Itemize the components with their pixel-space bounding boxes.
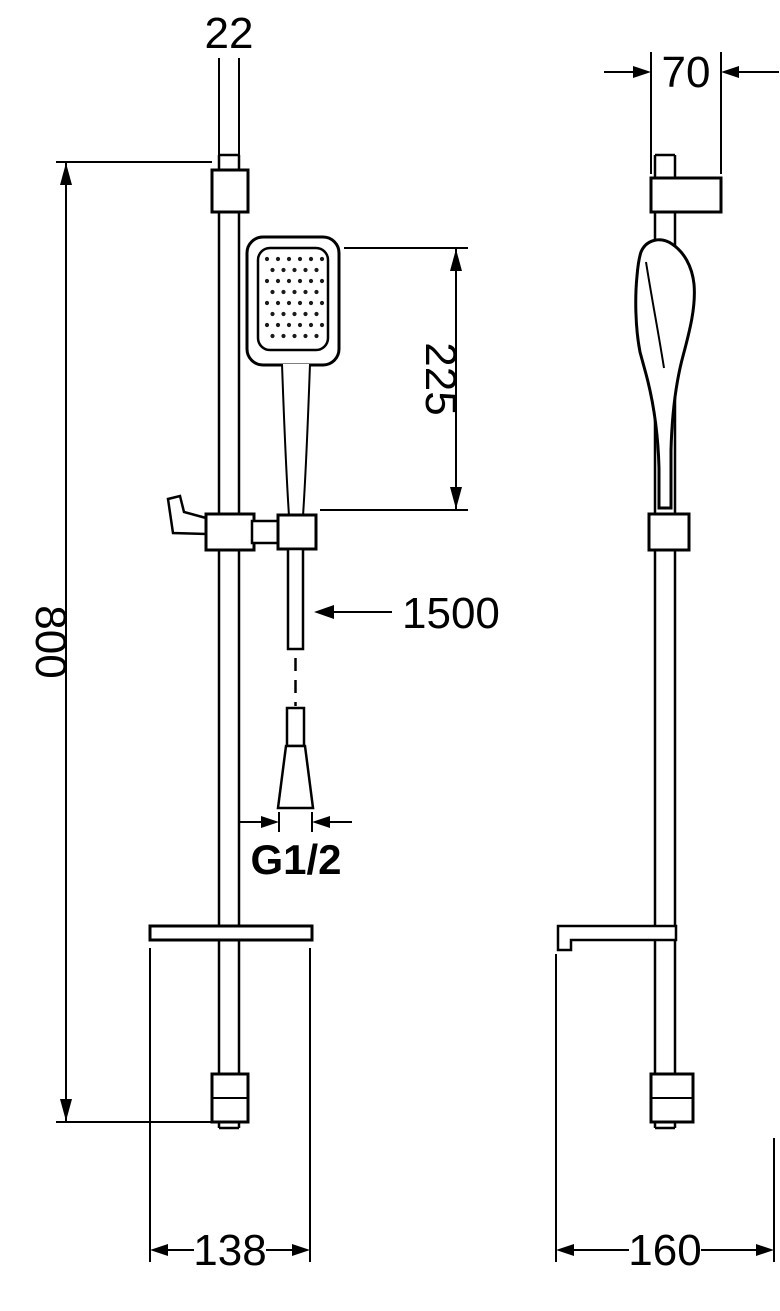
top-wall-bracket (210, 168, 250, 214)
base-width-label: 138 (193, 1226, 266, 1275)
spray-dots (264, 256, 325, 339)
shower-hose (276, 547, 315, 810)
bracket-depth-label: 70 (662, 48, 711, 97)
bar-height-label: 800 (26, 605, 75, 678)
bottom-wall-bracket (210, 1072, 250, 1124)
side-soap-dish (556, 924, 678, 952)
side-view: 70 160 (555, 48, 779, 1275)
dim-handshower-225: 225 (320, 247, 468, 511)
slide-rail (217, 153, 241, 1130)
dim-depth-160: 160 (555, 954, 775, 1275)
dim-depth-70: 70 (604, 48, 779, 174)
hand-shower-length-label: 225 (416, 342, 465, 415)
rail-width-label: 22 (205, 9, 254, 58)
dim-rail-width-22: 22 (205, 9, 254, 168)
hand-shower-head (245, 235, 341, 517)
side-bottom-bracket (649, 1072, 695, 1124)
shower-handle (281, 363, 311, 517)
hose-nut-cone (276, 744, 315, 810)
hose-length-label: 1500 (402, 589, 500, 638)
side-top-bracket (649, 176, 723, 214)
hose-connector (285, 706, 306, 748)
thread-size-label: G1/2 (250, 836, 341, 883)
base-depth-label: 160 (628, 1226, 701, 1275)
slider-knob (166, 494, 208, 536)
dim-width-138: 138 (149, 948, 311, 1275)
side-slider (647, 512, 691, 552)
front-view: 800 22 (26, 9, 500, 1275)
side-hand-shower (634, 238, 696, 510)
soap-dish (148, 924, 314, 942)
dim-height-800: 800 (26, 161, 212, 1123)
dim-hose-1500: 1500 (314, 589, 500, 638)
slider-holder (166, 494, 318, 552)
dim-thread-g12: G1/2 (240, 812, 352, 883)
